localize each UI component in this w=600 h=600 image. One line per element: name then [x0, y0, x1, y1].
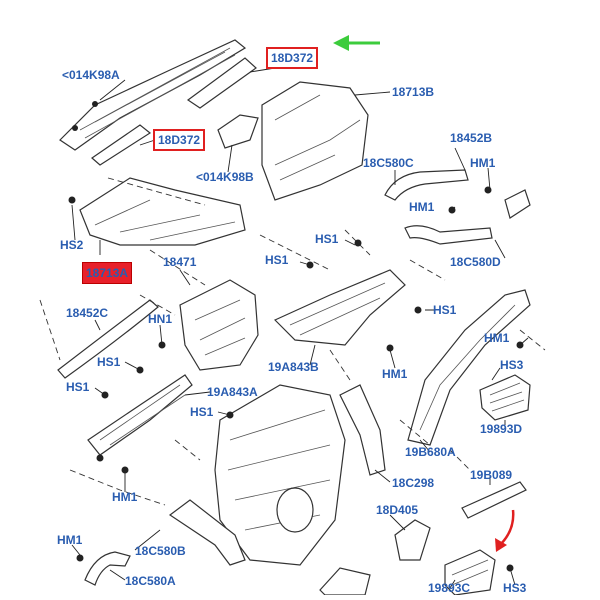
label-014k98a: <014K98A [62, 68, 120, 82]
label-hm1-e: HM1 [112, 490, 138, 504]
label-hs1-c: HS1 [433, 303, 457, 317]
label-hs1-d: HS1 [97, 355, 121, 369]
label-19893d: 19893D [480, 422, 523, 436]
duct-19b680a-part [407, 289, 531, 446]
hose-18c580d [404, 225, 493, 245]
bracket-014k98b [217, 114, 259, 149]
label-18c580b: 18C580B [135, 544, 186, 558]
bracket-18471-part [179, 279, 259, 371]
label-18452b: 18452B [450, 131, 493, 145]
label-hn1: HN1 [148, 312, 173, 326]
defroster-bar-part [59, 39, 247, 151]
hose-18c580b [168, 499, 246, 566]
hose-18c580c [384, 169, 469, 201]
label-18713a: 18713A [82, 262, 133, 284]
label-hm1-a: HM1 [470, 156, 496, 170]
label-18c298: 18C298 [392, 476, 435, 490]
label-hs1-f: HS1 [190, 405, 214, 419]
label-18713b: 18713B [392, 85, 435, 99]
label-18d405: 18D405 [376, 503, 419, 517]
label-18c580d: 18C580D [450, 255, 501, 269]
strip-18452c [57, 299, 159, 379]
label-hs2: HS2 [60, 238, 84, 252]
label-18d372-mid: 18D372 [153, 129, 206, 151]
label-19b089: 19B089 [470, 468, 513, 482]
red-arrow-icon [495, 509, 515, 552]
label-hs3-b: HS3 [503, 581, 527, 595]
duct-19a843a-part [87, 374, 193, 456]
label-hm1-f: HM1 [57, 533, 83, 547]
label-18c580c: 18C580C [363, 156, 414, 170]
sensor-18452b [504, 189, 531, 219]
label-hs1-e: HS1 [66, 380, 90, 394]
label-19b680a: 19B680A [405, 445, 456, 459]
label-hs3-a: HS3 [500, 358, 524, 372]
label-hm1-c: HM1 [484, 331, 510, 345]
seal-strip-mid [91, 124, 152, 166]
label-18452c: 18452C [66, 306, 109, 320]
label-hm1-b: HM1 [409, 200, 435, 214]
fastener-icon [68, 186, 524, 572]
label-hs1-b: HS1 [265, 253, 289, 267]
duct-18713b-part [261, 81, 369, 201]
label-18c580a: 18C580A [125, 574, 176, 588]
vent-19893d-part [479, 374, 531, 421]
hose-18c580a [84, 551, 131, 586]
label-18d372-top: 18D372 [266, 47, 319, 69]
duct-19a843b-part [273, 269, 406, 346]
label-19893c: 19893C [428, 581, 471, 595]
label-hm1-d: HM1 [382, 367, 408, 381]
label-19a843a: 19A843A [207, 385, 258, 399]
vent-18d405 [394, 519, 431, 561]
heater-housing-part [214, 384, 346, 566]
seal-strip-top [186, 57, 257, 109]
vent-19893c-part [444, 549, 496, 596]
label-hs1-a: HS1 [315, 232, 339, 246]
label-18471: 18471 [163, 255, 197, 269]
label-19a843b: 19A843B [268, 360, 319, 374]
lower-duct-left [319, 567, 371, 596]
strip-19b089 [461, 481, 527, 519]
tube-18c298 [339, 384, 386, 476]
green-arrow-icon [333, 35, 380, 51]
label-014k98b: <014K98B [196, 170, 254, 184]
duct-18713a-part [79, 177, 246, 246]
